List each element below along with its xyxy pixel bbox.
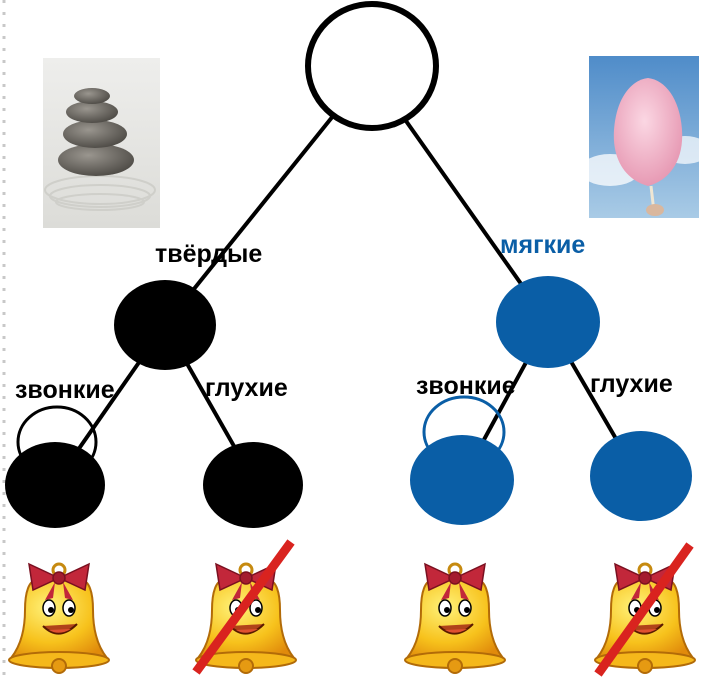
voiceless-hard-node xyxy=(203,442,303,528)
cross-icon-voiceless-hard xyxy=(192,539,295,675)
voiceless-soft-node xyxy=(590,431,692,521)
voiced-soft-node xyxy=(410,435,514,525)
cross-icon-voiceless-soft xyxy=(594,542,694,677)
bell-icon-voiced-soft xyxy=(403,562,507,675)
label-voiceless-left: глухие xyxy=(205,374,288,402)
label-hard: твёрдые xyxy=(155,240,262,268)
label-soft: мягкие xyxy=(500,231,585,259)
hard-node xyxy=(114,280,216,370)
root-node xyxy=(305,1,439,131)
soft-node xyxy=(496,276,600,368)
bell-icon-voiced-hard xyxy=(7,562,111,675)
cotton-candy-icon xyxy=(580,56,703,218)
voiced-hard-node xyxy=(5,442,105,528)
label-voiceless-right: глухие xyxy=(590,370,673,398)
label-voiced-left: звонкие xyxy=(15,376,115,404)
stones-icon xyxy=(43,58,160,228)
label-voiced-right: звонкие xyxy=(416,372,516,400)
